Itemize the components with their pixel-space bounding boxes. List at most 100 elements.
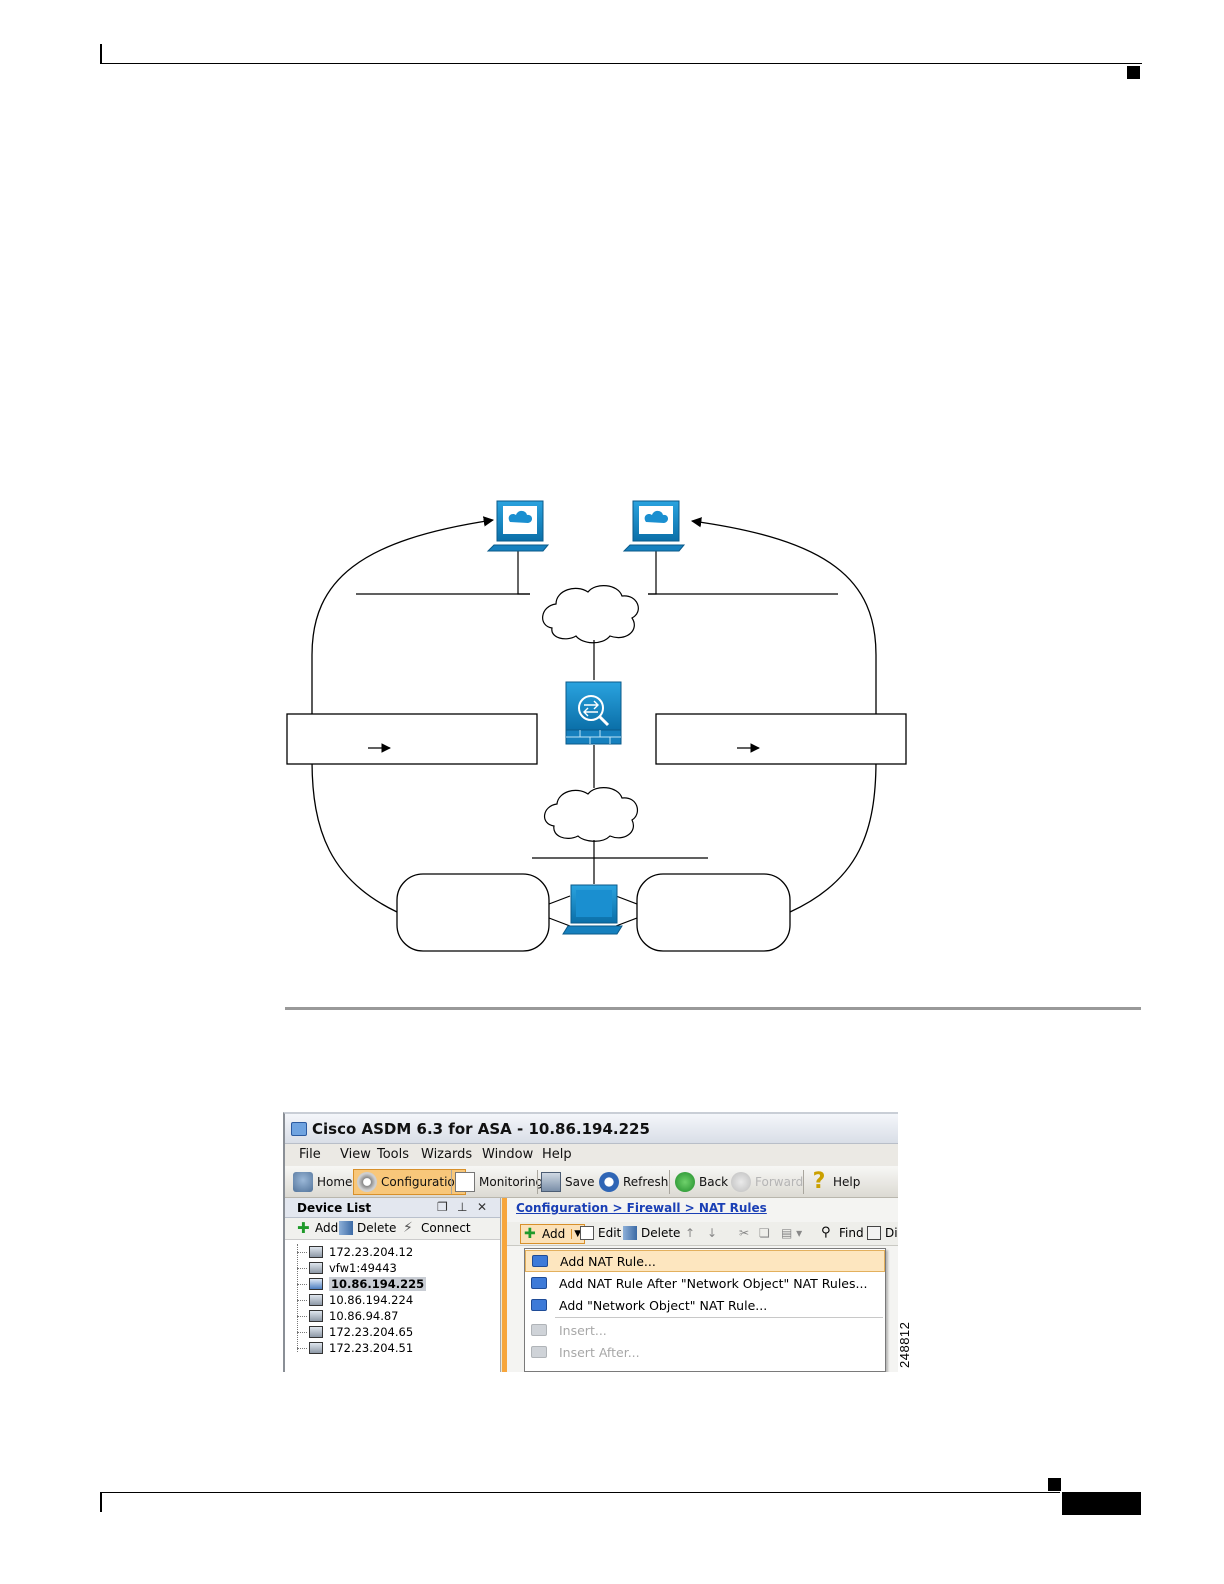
menu-bar: File View Tools Wizards Window Help <box>285 1144 898 1166</box>
device-item[interactable]: 172.23.204.65 <box>293 1324 493 1340</box>
cut-icon[interactable]: ✂ <box>739 1226 750 1240</box>
nat-rule-icon <box>532 1255 548 1267</box>
menu-help[interactable]: Help <box>542 1147 572 1162</box>
header-tick <box>100 44 102 64</box>
trash-icon <box>623 1226 637 1240</box>
menu-wizards[interactable]: Wizards <box>421 1147 473 1162</box>
paste-icon[interactable]: ▤ ▾ <box>781 1226 803 1240</box>
monitoring-icon <box>455 1172 475 1192</box>
menu-item-add-network-object-rule[interactable]: Add "Network Object" NAT Rule... <box>525 1294 885 1316</box>
refresh-icon <box>599 1172 619 1192</box>
device-icon <box>309 1262 323 1274</box>
menu-window[interactable]: Window <box>482 1147 534 1162</box>
lower-cloud <box>544 787 639 842</box>
app-icon <box>291 1122 307 1136</box>
add-rule-button[interactable]: ✚ Add ▼ <box>520 1224 586 1244</box>
save-icon <box>541 1172 561 1192</box>
diagram-button[interactable]: Di <box>867 1226 898 1240</box>
plus-icon: ✚ <box>297 1219 310 1237</box>
device-item[interactable]: vfw1:49443 <box>293 1260 493 1276</box>
refresh-button[interactable]: Refresh <box>599 1169 668 1195</box>
device-item-selected[interactable]: 10.86.194.225 <box>293 1276 493 1292</box>
header-marker <box>1127 66 1140 79</box>
device-list-header: Device List ❐ ⊥ ✕ <box>285 1198 500 1218</box>
move-down-icon[interactable]: ↓ <box>707 1226 718 1240</box>
breadcrumb[interactable]: Configuration > Firewall > NAT Rules <box>516 1201 767 1215</box>
monitoring-button[interactable]: Monitoring <box>455 1169 543 1195</box>
header-rule <box>100 63 1142 64</box>
device-item[interactable]: 10.86.194.224 <box>293 1292 493 1308</box>
device-icon <box>309 1278 323 1290</box>
edit-rule-button[interactable]: Edit <box>580 1226 621 1240</box>
move-up-icon[interactable]: ↑ <box>685 1226 696 1240</box>
insert-icon <box>531 1324 547 1336</box>
insert-icon <box>531 1346 547 1358</box>
menu-view[interactable]: View <box>340 1147 371 1162</box>
save-button[interactable]: Save <box>541 1169 594 1195</box>
network-diagram <box>286 500 907 952</box>
plug-icon: ⚡ <box>403 1220 413 1236</box>
flow-curve-left <box>311 520 493 913</box>
device-icon <box>309 1342 323 1354</box>
gears-icon <box>357 1172 377 1192</box>
section-rule <box>285 1007 1141 1010</box>
device-item[interactable]: 172.23.204.51 <box>293 1340 493 1356</box>
device-list-toolbar: ✚ Add Delete ⚡ Connect <box>285 1218 500 1240</box>
device-item[interactable]: 172.23.204.12 <box>293 1244 493 1260</box>
restore-icon[interactable]: ❐ <box>437 1200 448 1214</box>
add-device-button[interactable]: ✚ Add <box>297 1219 339 1237</box>
menu-item-insert-after[interactable]: Insert After... <box>525 1341 885 1363</box>
footer-marker <box>1048 1478 1061 1491</box>
footer-rule <box>100 1492 1060 1493</box>
find-button[interactable]: ⚲ Find <box>821 1225 864 1241</box>
configuration-button[interactable]: Configuration <box>353 1169 467 1195</box>
back-arrow-icon <box>675 1172 695 1192</box>
host-top-left-icon <box>486 500 550 552</box>
pin-icon[interactable]: ⊥ <box>457 1200 468 1214</box>
forward-arrow-icon <box>731 1172 751 1192</box>
help-icon: ? <box>812 1169 826 1194</box>
host-box-left <box>396 873 550 952</box>
device-item[interactable]: 10.86.94.87 <box>293 1308 493 1324</box>
host-bottom-icon <box>562 884 623 935</box>
main-toolbar: Home Configuration Monitoring Save Refre… <box>285 1166 898 1198</box>
home-icon <box>293 1172 313 1192</box>
menu-item-insert[interactable]: Insert... <box>525 1319 885 1341</box>
delete-device-button[interactable]: Delete <box>339 1221 396 1235</box>
nat-rules-toolbar: ✚ Add ▼ Edit Delete ↑ ↓ ✂ ❏ ▤ ▾ ⚲ <box>507 1222 898 1246</box>
host-right-link <box>648 548 657 595</box>
forward-button[interactable]: Forward <box>731 1169 803 1195</box>
upper-cloud <box>542 585 639 644</box>
copy-icon[interactable]: ❏ <box>759 1226 770 1240</box>
add-dropdown-menu: Add NAT Rule... Add NAT Rule After "Netw… <box>524 1248 886 1372</box>
window-title: Cisco ASDM 6.3 for ASA - 10.86.194.225 <box>312 1120 650 1138</box>
device-tree: 172.23.204.12 vfw1:49443 10.86.194.225 1… <box>293 1244 493 1356</box>
device-list-pane: Device List ❐ ⊥ ✕ ✚ Add Delete ⚡ Connect… <box>285 1198 501 1372</box>
menu-item-add-after-network-object[interactable]: Add NAT Rule After "Network Object" NAT … <box>525 1272 885 1294</box>
home-button[interactable]: Home <box>293 1169 352 1195</box>
nat-rule-icon <box>531 1299 547 1311</box>
device-icon <box>309 1310 323 1322</box>
device-icon <box>309 1326 323 1338</box>
help-button[interactable]: ? Help <box>809 1169 861 1195</box>
footer-page-tab <box>1062 1492 1141 1515</box>
device-icon <box>309 1246 323 1258</box>
menu-item-add-nat-rule[interactable]: Add NAT Rule... <box>525 1250 885 1272</box>
close-icon[interactable]: ✕ <box>477 1200 488 1214</box>
device-icon <box>309 1294 323 1306</box>
trash-icon <box>339 1221 353 1235</box>
figure-id: 248812 <box>897 1321 912 1368</box>
footer-tick <box>100 1492 102 1512</box>
nat-box-left <box>286 713 538 765</box>
menu-tools[interactable]: Tools <box>377 1147 410 1162</box>
menu-file[interactable]: File <box>299 1147 321 1162</box>
nat-box-right <box>655 713 907 765</box>
back-button[interactable]: Back <box>675 1169 728 1195</box>
firewall-icon <box>565 681 622 745</box>
host-top-right-icon <box>622 500 686 552</box>
host-box-right <box>636 873 791 952</box>
connect-button[interactable]: ⚡ Connect <box>403 1220 471 1236</box>
nat-rule-icon <box>531 1277 547 1289</box>
delete-rule-button[interactable]: Delete <box>623 1226 680 1240</box>
chevron-down-icon[interactable]: ▼ <box>571 1229 581 1239</box>
